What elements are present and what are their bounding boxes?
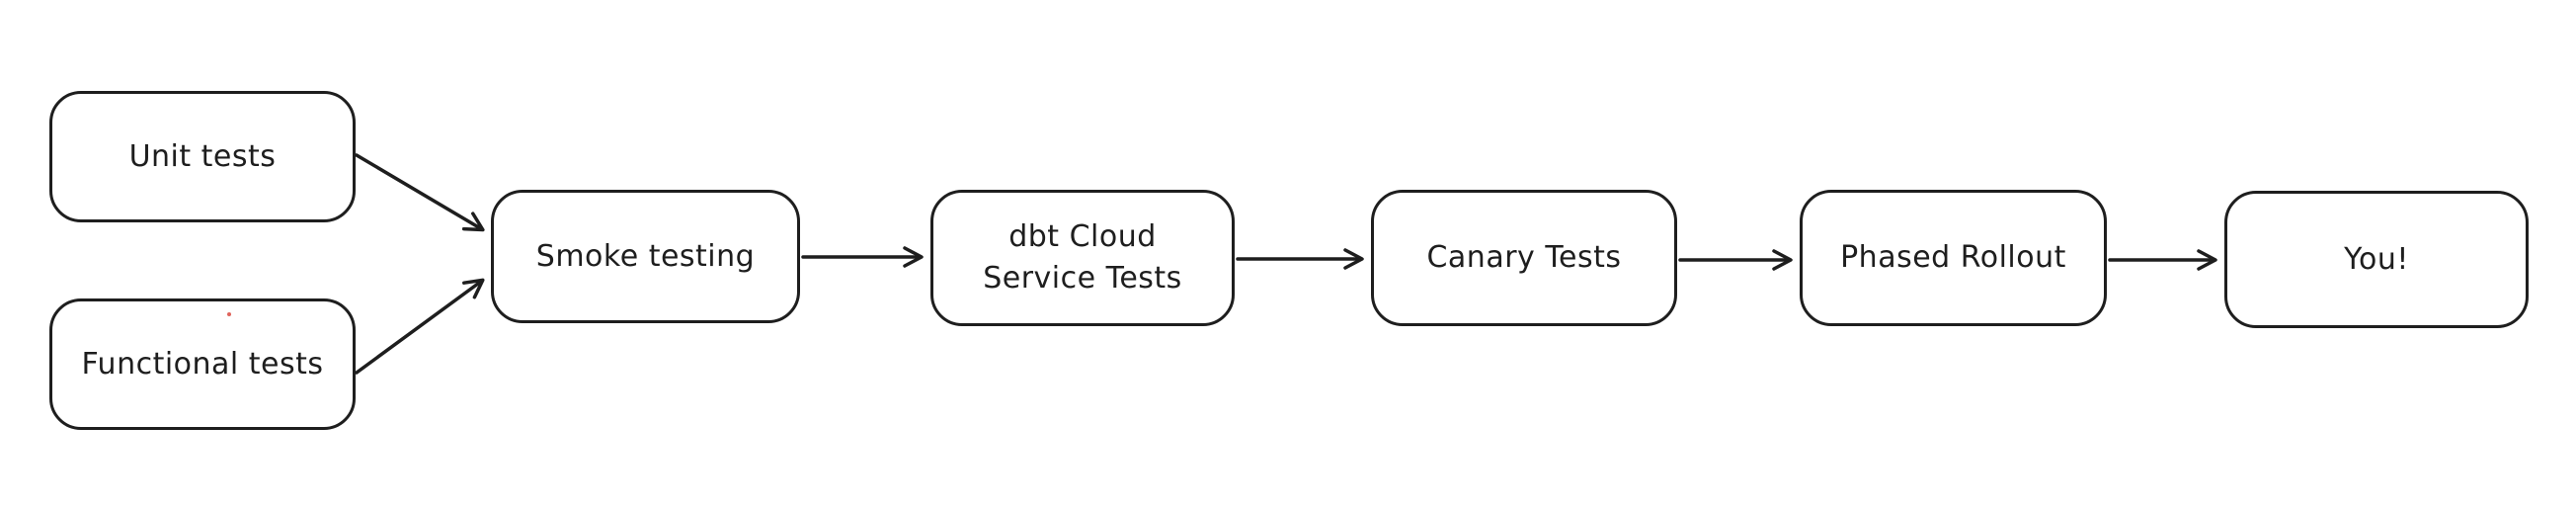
node-functional-tests[interactable]: Functional tests — [49, 298, 356, 430]
edge-functional-tests-to-smoke-testing — [355, 278, 485, 375]
node-you[interactable]: You! — [2224, 191, 2529, 328]
red-dot-artifact — [227, 312, 231, 316]
edge-unit-tests-to-smoke-testing — [355, 153, 485, 232]
node-phased-rollout-label: Phased Rollout — [1840, 240, 2066, 275]
node-smoke-testing[interactable]: Smoke testing — [491, 190, 800, 323]
node-you-label: You! — [2344, 241, 2409, 277]
node-functional-tests-label: Functional tests — [81, 346, 324, 382]
node-unit-tests[interactable]: Unit tests — [49, 91, 356, 222]
node-smoke-testing-label: Smoke testing — [535, 238, 756, 274]
node-unit-tests-label: Unit tests — [128, 138, 277, 174]
node-dbt-cloud-service-tests[interactable]: dbt Cloud Service Tests — [930, 190, 1235, 326]
node-canary-tests-label: Canary Tests — [1426, 240, 1622, 275]
node-phased-rollout[interactable]: Phased Rollout — [1800, 190, 2107, 326]
node-dbt-cloud-service-tests-label: dbt Cloud Service Tests — [983, 219, 1182, 296]
node-canary-tests[interactable]: Canary Tests — [1371, 190, 1677, 326]
